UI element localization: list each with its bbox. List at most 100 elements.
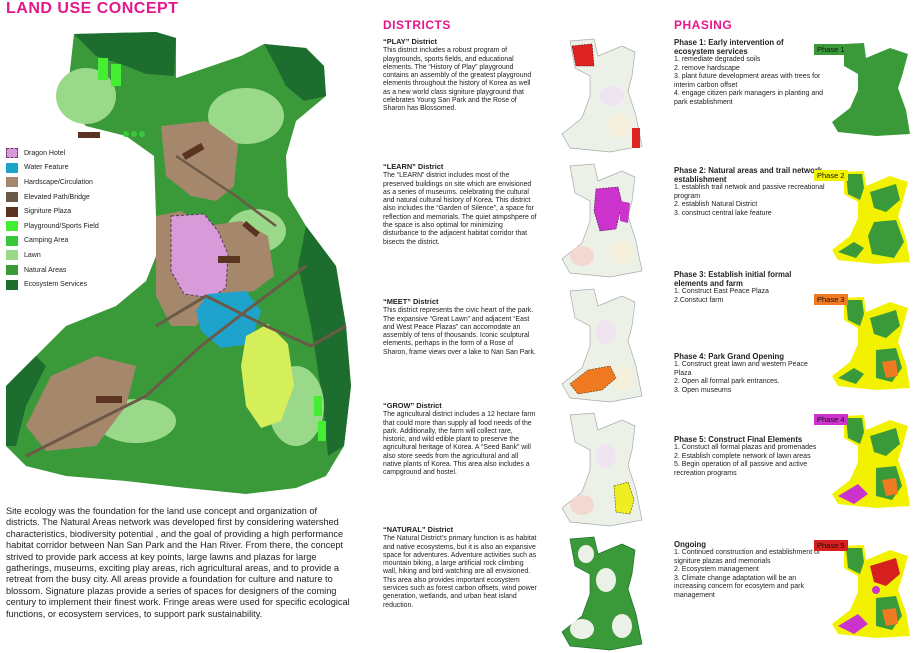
hardscape-area — [26, 356, 136, 451]
phase-tag: Phase 1 — [814, 44, 848, 55]
legend-item: Lawn — [6, 248, 99, 263]
phase-map-4 — [832, 415, 910, 508]
phase-item: 2.Constuct farm — [674, 296, 724, 304]
phase-item: 5. Begin operation of all passive and ac… — [674, 461, 808, 477]
page-title: LAND USE CONCEPT — [6, 0, 179, 17]
signature-plaza — [181, 142, 205, 160]
elevated-path — [155, 294, 347, 348]
phase-item: 4. engage citizen park managers in plant… — [674, 90, 824, 106]
phase-2: Phase 2: Natural areas and trail network… — [674, 166, 826, 218]
district-map-play — [561, 38, 643, 153]
phase-map-1 — [832, 43, 910, 136]
legend-label: Hardscape/Circulation — [24, 178, 93, 186]
ecosystem-services-area — [6, 356, 46, 446]
playground-field — [314, 396, 322, 416]
district-map-grow — [561, 412, 643, 527]
districts-heading: DISTRICTS — [383, 18, 451, 32]
district-natural: “NATURAL” District The Natural District’… — [383, 525, 538, 610]
district-map-meet — [561, 288, 643, 403]
phase-item: 3. Climate change adaptation will be an … — [674, 574, 804, 599]
district-text: This district represents the civic heart… — [383, 307, 536, 356]
phase-item: 1. Constuct all formal plazas and promen… — [674, 444, 817, 451]
water-feature — [196, 291, 261, 348]
legend-swatch — [6, 192, 18, 203]
ecosystem-services-area — [298, 226, 351, 456]
phase-item: 3. Open museums — [674, 386, 732, 394]
legend-item: Dragon Hotel — [6, 146, 99, 161]
legend-label: Water Feature — [24, 164, 69, 172]
legend-swatch — [6, 162, 18, 173]
district-grow: “GROW” District The agricultural distric… — [383, 401, 538, 478]
phase-item: 1. establish trail netwok and passive re… — [674, 184, 825, 200]
elevated-path — [175, 154, 277, 227]
district-title: “LEARN” District — [383, 162, 444, 171]
district-text: The agricultural district includes a 12 … — [383, 411, 536, 477]
legend-swatch — [6, 206, 18, 217]
playground-field — [98, 58, 108, 80]
district-title: “NATURAL” District — [383, 525, 454, 534]
phase-title: Ongoing — [674, 540, 707, 549]
legend-swatch — [6, 265, 18, 276]
ecosystem-services-area — [264, 44, 326, 101]
phase-item: 2. Establish complete network of lawn ar… — [674, 452, 811, 460]
legend-label: Camping Area — [24, 237, 69, 245]
camping-area — [123, 131, 129, 137]
phase-item: 2. remove hardscape — [674, 64, 740, 72]
phase-item: 2. Open all formal park entrances. — [674, 378, 780, 386]
legend-item: Playground/Sports Field — [6, 219, 99, 234]
phase-tag: Phase 3 — [814, 294, 848, 305]
signature-plaza — [78, 132, 100, 138]
legend-label: Ecosystem Services — [24, 281, 88, 289]
district-text: This district includes a robust program … — [383, 47, 532, 113]
legend-item: Camping Area — [6, 234, 99, 249]
legend-item: Ecosystem Services — [6, 277, 99, 292]
legend-item: Natural Areas — [6, 263, 99, 278]
elevated-path — [25, 264, 307, 458]
site-plan-map — [6, 32, 351, 494]
phase-3: Phase 3: Establish initial formal elemen… — [674, 270, 826, 305]
legend-label: Dragon Hotel — [24, 149, 66, 157]
legend-item: Hardscape/Circulation — [6, 175, 99, 190]
map-legend: Dragon Hotel Water Feature Hardscape/Cir… — [6, 146, 99, 292]
district-text: The Natural District’s primary function … — [383, 535, 537, 609]
legend-item: Elevated Path/Bridge — [6, 190, 99, 205]
legend-swatch — [6, 177, 18, 188]
legend-swatch — [6, 250, 18, 261]
phase-1: Phase 1: Early intervention of ecosystem… — [674, 38, 826, 108]
district-meet: “MEET” District This district represents… — [383, 297, 538, 357]
phase-4: Phase 4: Park Grand Opening 1. Construct… — [674, 352, 826, 395]
phase-item: 1. remediate degraded soils — [674, 56, 761, 63]
description-text: Site ecology was the foundation for the … — [6, 506, 350, 619]
phase-item: 2. Ecosystem management — [674, 566, 759, 574]
district-title: “GROW” District — [383, 401, 442, 410]
phase-ongoing: Ongoing 1. Continued construction and es… — [674, 540, 826, 601]
legend-label: Playground/Sports Field — [24, 222, 99, 230]
district-play: “PLAY” District This district includes a… — [383, 37, 538, 114]
district-title: “PLAY” District — [383, 37, 437, 46]
phase-title: Phase 2: Natural areas and trail network… — [674, 166, 823, 184]
phase-map-2 — [832, 171, 910, 264]
phase-tag: Phase 2 — [814, 170, 848, 181]
legend-swatch — [6, 235, 18, 246]
district-title: “MEET” District — [383, 297, 439, 306]
phase-item: 2. establish Natural District — [674, 201, 758, 209]
legend-item: Signiture Plaza — [6, 204, 99, 219]
legend-swatch — [6, 148, 18, 159]
legend-swatch — [6, 279, 18, 290]
phase-title: Phase 3: Establish initial formal elemen… — [674, 270, 792, 288]
phase-item: 1. Construct East Peace Plaza — [674, 288, 769, 295]
lawn-area — [56, 68, 116, 124]
playground-field — [318, 421, 326, 441]
phase-5: Phase 5: Construct Final Elements 1. Con… — [674, 435, 826, 478]
camping-lawn — [241, 324, 294, 428]
signature-plaza — [218, 256, 240, 263]
phase-item: 3. plant future development areas with t… — [674, 73, 821, 89]
district-map-natural — [561, 536, 643, 651]
phase-title: Phase 4: Park Grand Opening — [674, 352, 785, 361]
district-map-learn — [561, 163, 643, 278]
legend-label: Signiture Plaza — [24, 208, 72, 216]
camping-area — [139, 131, 145, 137]
legend-label: Elevated Path/Bridge — [24, 193, 90, 201]
legend-label: Lawn — [24, 251, 41, 259]
phase-tag: Phase 5 — [814, 540, 848, 551]
